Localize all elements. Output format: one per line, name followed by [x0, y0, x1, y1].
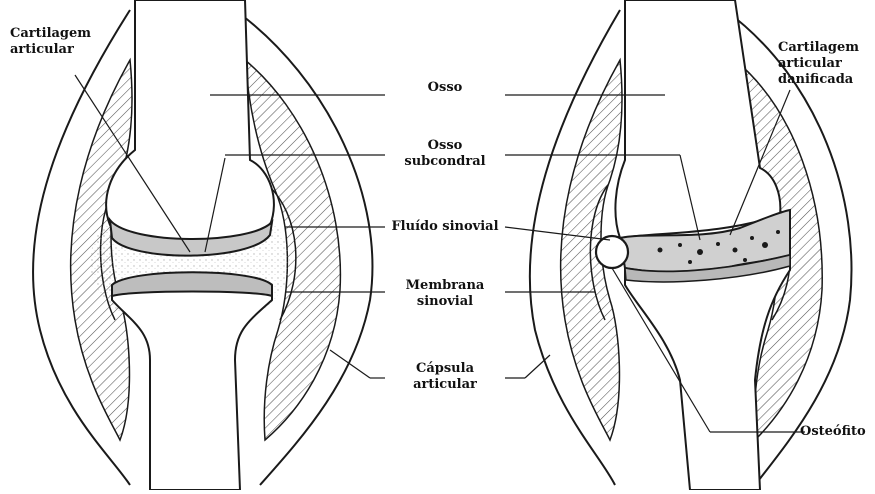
label-fluido-sinovial: Fluído sinovial	[380, 219, 510, 235]
label-osso: Osso	[395, 80, 495, 96]
lower-cartilage-left	[112, 272, 272, 296]
label-capsula-articular: Cápsula articular	[395, 361, 495, 393]
lower-bone-left	[112, 274, 272, 490]
label-osteofito: Osteófito	[800, 424, 866, 440]
osteophyte-bump	[596, 236, 628, 268]
label-cartilagem-articular: Cartilagem articular	[10, 26, 91, 58]
label-osso-subcondral: Osso subcondral	[395, 138, 495, 170]
label-membrana-sinovial: Membrana sinovial	[395, 278, 495, 310]
healthy-joint	[33, 0, 372, 490]
label-cartilagem-danificada: Cartilagem articular danificada	[778, 40, 859, 88]
